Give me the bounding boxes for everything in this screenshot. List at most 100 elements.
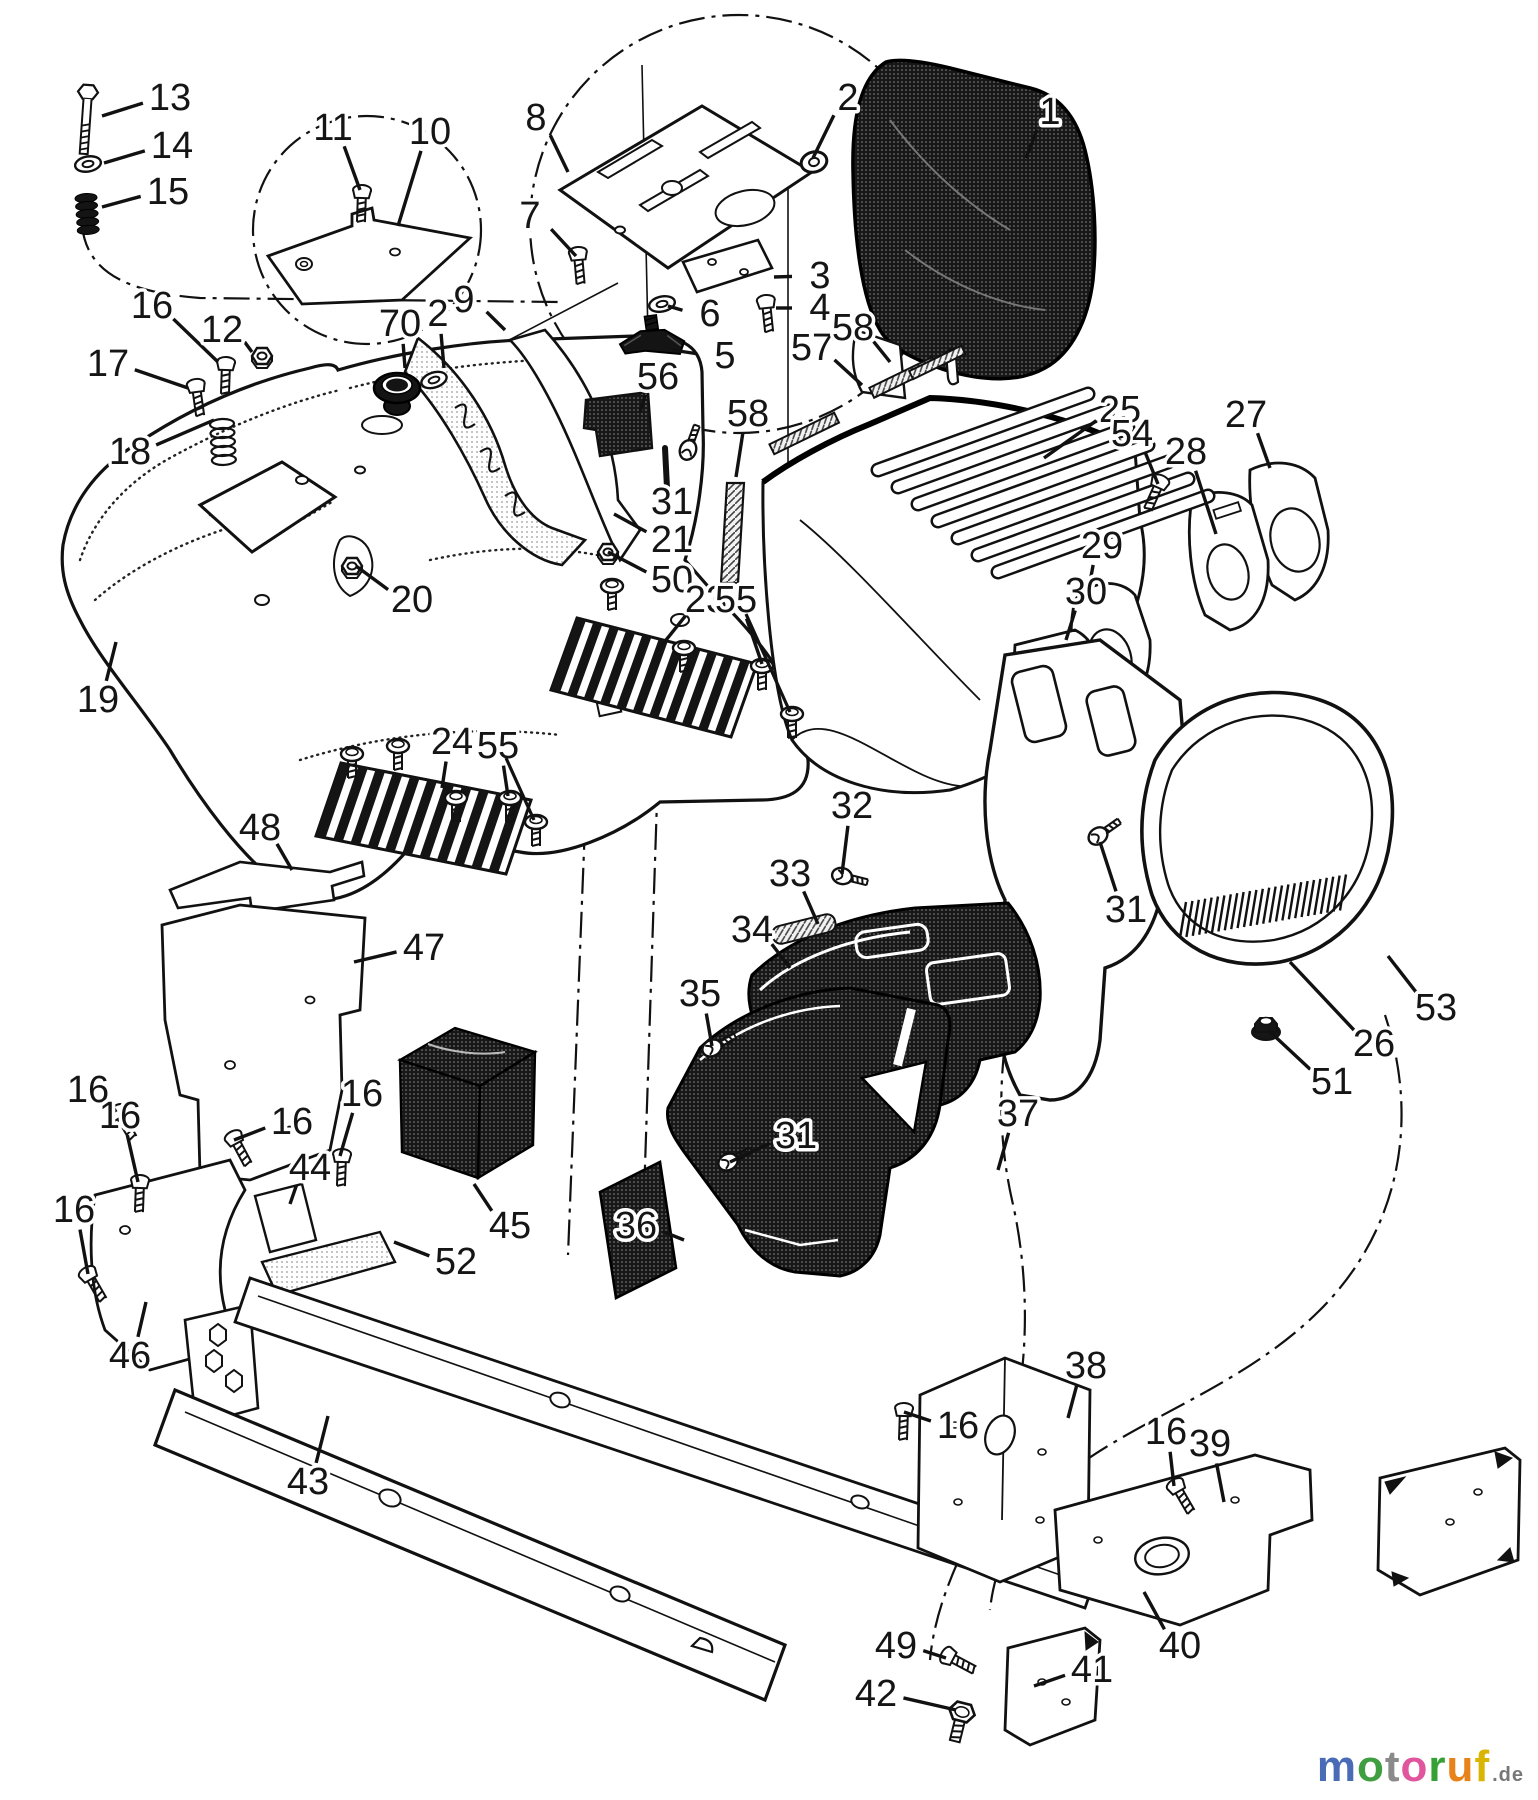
hood-part-detail [925,952,1011,1006]
seat-plate-part-detail-detail [614,225,626,235]
fender-rib [873,389,1093,475]
seat-rail-strips-part-detail [719,481,746,585]
leader-line-70-21 [401,343,407,369]
leader-line-16-62 [903,1410,932,1423]
grille-bar [316,763,351,838]
seat-rail-strips-part-detail [768,411,841,456]
seat-plate-part-detail [596,120,776,235]
construction-lines-detail [80,224,561,304]
grille-tick [1255,888,1264,925]
part-number-label-18-20: 18 [109,431,151,473]
leader-line-14-1 [103,149,146,165]
dash-trim-part-detail [403,335,588,567]
headlight-bezels-part-detail [1212,501,1243,520]
rear-plates-part-detail [1093,1536,1103,1544]
leader-line-16-17 [172,317,220,364]
support-brackets-part-detail [225,1368,243,1394]
leader-line-3-9 [773,274,793,279]
front-panel-part-detail [1085,685,1137,757]
extra-leader-1 [504,757,536,821]
dash-trim-part-detail-detail [479,447,501,473]
leader-line-32-51 [840,825,850,875]
leader-line-23-35 [656,613,688,652]
seat-bracket-part-detail [299,260,309,268]
part-number-label-56-13: 56 [637,356,679,398]
leader-line-5-12 [671,348,698,356]
part-number-label-34-53: 34 [731,909,773,951]
part-number-label-55-38: 55 [477,725,519,767]
leader-line-16-42 [125,1134,140,1183]
part-number-label-25-26: 25 [1099,389,1141,431]
part-number-label-52-47: 52 [435,1241,477,1283]
headlight-bezels-part-detail [1269,507,1321,573]
hood-pad-part [771,913,837,945]
grille-bar [436,786,472,863]
part-number-label-7-8: 7 [519,195,540,237]
headlight-bezels-part-detail [1206,543,1250,601]
part-number-label-49-67: 49 [875,1625,917,1667]
part-number-label-31-32: 31 [651,481,693,523]
grille-bar [333,766,368,842]
grille-tick [1217,895,1226,932]
grille-bar [616,634,652,710]
leader-line-54-27 [1143,451,1160,485]
leader-line-58-16 [734,433,745,478]
part-number-label-16-62: 16 [937,1405,979,1447]
support-brackets-part-detail [304,995,316,1005]
leader-line-39-65 [1214,1463,1226,1503]
grille-bar [367,773,403,849]
leader-line-58-15 [872,340,892,364]
fender-rib [933,440,1153,526]
leader-line-31-58 [1098,841,1118,892]
part-number-label-3-9: 3 [809,255,830,297]
rear-plates-part-detail [1384,1476,1407,1495]
rear-plates-part-detail [1391,1571,1410,1587]
seat-part-detail [889,119,1011,231]
part-number-label-16-42: 16 [99,1095,141,1137]
grille-tick [1332,875,1341,912]
part-number-label-31-58: 31 [1105,889,1147,931]
grille-tick [1313,878,1322,916]
construction-lines-detail [251,114,483,346]
leader-line-48-39 [275,843,294,871]
leader-line-13-0 [101,101,144,118]
part-number-label-70-21: 70 [379,303,421,345]
fender-rib [993,491,1213,577]
support-brackets-part-detail [205,1348,223,1374]
rear-plates-part-detail [950,1421,960,1429]
leader-line-34-53 [770,943,792,970]
chassis-body-part-detail-detail [361,415,403,435]
seat-plate-part-detail-detail [714,188,776,228]
rear-plates-part-detail [1230,1496,1240,1504]
leader-line-25-26 [1043,419,1098,460]
hood-part-detail [854,922,930,960]
part-number-label-32-51: 32 [831,785,873,827]
grille-bar [385,776,420,852]
grille-bar [714,659,750,736]
part-number-label-50-34: 50 [651,559,693,601]
leader-line-6-10 [667,304,683,312]
grille-bar [632,638,668,714]
grille-tick [1294,882,1303,919]
grille-tick [1198,898,1207,935]
dash-trim-part-detail-detail [454,403,476,429]
leader-line-35-54 [704,1013,714,1047]
part-number-label-43-50: 43 [287,1461,329,1503]
leader-line-16-43 [233,1126,266,1142]
leader-line-21-33 [613,512,648,534]
grille-bar [583,626,619,701]
rear-plates-part-detail [1473,1488,1483,1496]
leader-line-52-47 [393,1240,430,1258]
dash-panel-part-detail [744,1228,839,1247]
grille-bars [316,618,750,873]
part-number-label-35-54: 35 [679,973,721,1015]
leader-line-41-68 [1033,1673,1066,1688]
watermark-suffix: .de [1492,1764,1524,1786]
leader-line-7-8 [549,227,578,258]
part-number-label-16-48: 16 [53,1189,95,1231]
leader-line-30-31 [1064,609,1077,641]
grille-bar [402,779,437,856]
part-number-label-31-55: 31 [775,1115,817,1157]
seat-plate-part-detail [681,238,774,294]
leader-line-9-23 [485,310,507,332]
